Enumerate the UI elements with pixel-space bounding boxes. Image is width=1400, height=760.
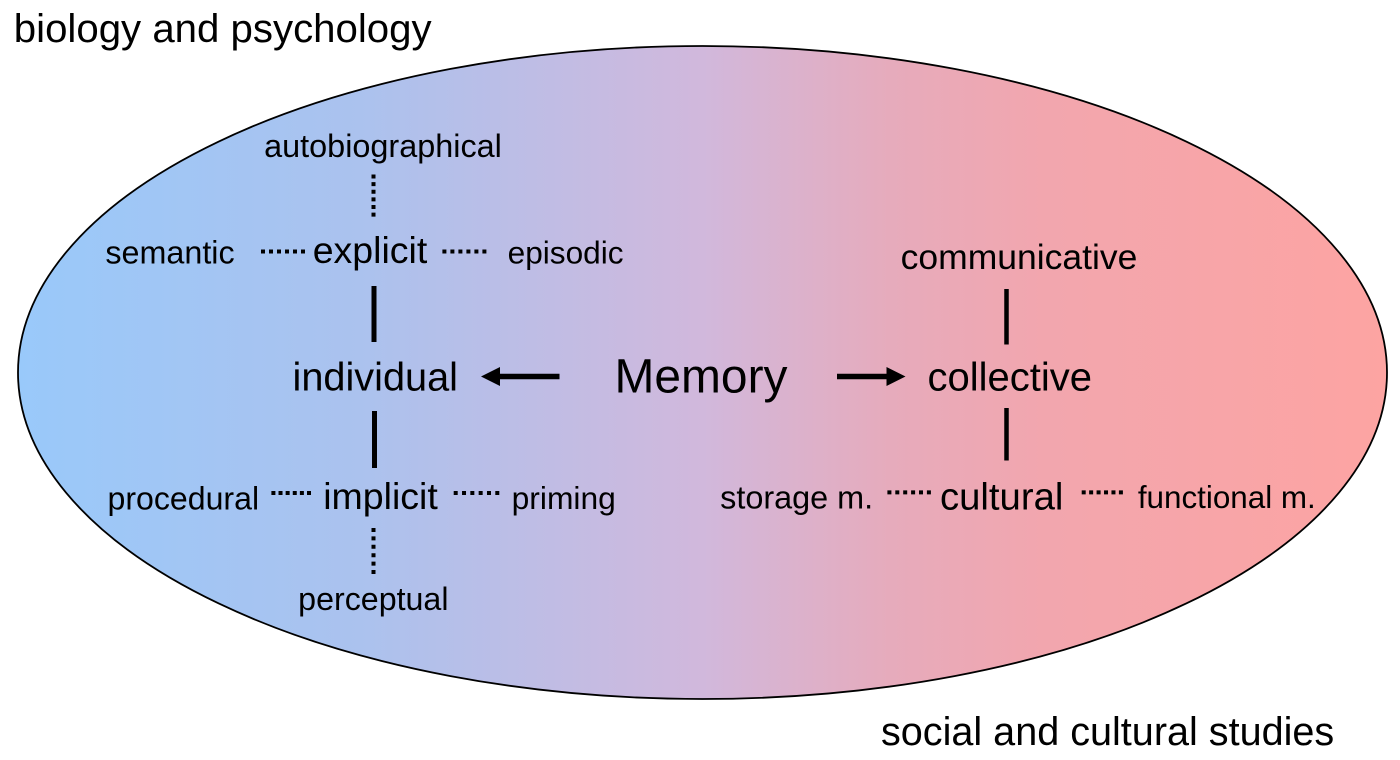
svg-text:cultural: cultural <box>940 476 1063 519</box>
svg-text:autobiographical: autobiographical <box>264 128 502 164</box>
svg-text:communicative: communicative <box>901 237 1138 277</box>
svg-text:individual: individual <box>293 356 458 400</box>
svg-text:social and cultural studies: social and cultural studies <box>881 710 1334 754</box>
svg-text:perceptual: perceptual <box>298 581 448 617</box>
svg-text:Memory: Memory <box>615 351 788 404</box>
svg-text:priming: priming <box>512 480 616 516</box>
svg-text:procedural: procedural <box>108 481 260 517</box>
svg-text:storage m.: storage m. <box>720 480 873 516</box>
svg-text:biology and psychology: biology and psychology <box>14 6 433 51</box>
svg-text:implicit: implicit <box>323 475 438 517</box>
svg-text:functional m.: functional m. <box>1138 480 1316 515</box>
svg-text:explicit: explicit <box>313 229 428 271</box>
svg-text:episodic: episodic <box>508 235 624 271</box>
svg-text:collective: collective <box>927 356 1092 400</box>
svg-text:semantic: semantic <box>105 235 234 271</box>
